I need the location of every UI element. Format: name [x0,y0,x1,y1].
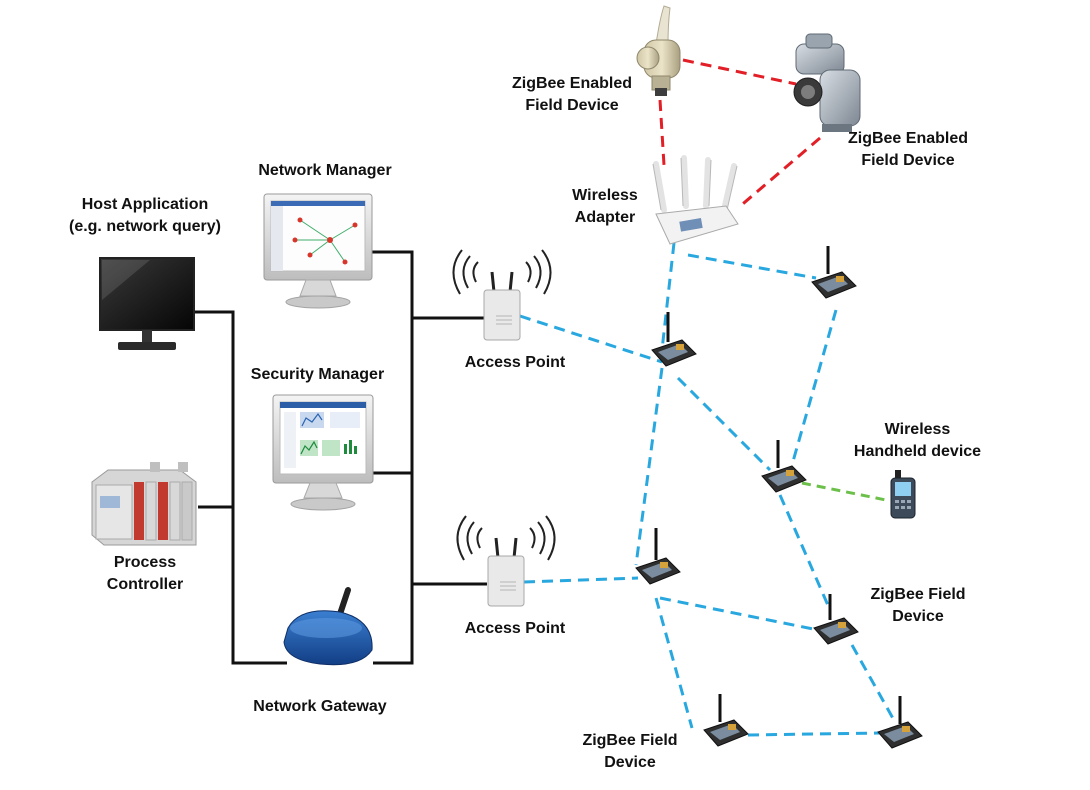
label-network-manager: Network Manager [255,160,395,182]
access-point-2-icon [456,515,556,607]
label-line: Host Application [81,196,209,213]
label-line: Wireless [884,421,951,438]
zigbee-transmitter-icon [636,5,681,96]
zigbee-links [658,58,821,210]
zigbee-board-6 [703,694,749,747]
label-network-gateway: Network Gateway [240,696,400,718]
label-line: Device [604,754,656,771]
label-line: Device [892,608,944,625]
label-line: ZigBee Field [582,732,678,749]
label-wireless-handheld-device: Wireless Handheld device [840,419,995,463]
label-line: Wireless [572,187,638,204]
handheld-link [801,481,887,502]
label-process-controller: Process Controller [85,552,205,596]
security-manager-monitor-icon [272,394,374,511]
label-zigbee-field-device-1: ZigBee Field Device [858,584,978,628]
label-host-application: Host Application (e.g. network query) [55,194,235,238]
network-manager-monitor-icon [263,193,373,309]
mesh-links [519,242,897,737]
zigbee-board-4 [635,528,681,585]
process-controller-icon [91,462,197,546]
label-line: Adapter [574,209,636,226]
label-zigbee-enabled-field-device-2: ZigBee Enabled Field Device [838,128,978,172]
wireless-adapter-icon [652,155,739,245]
label-zigbee-enabled-field-device-1: ZigBee Enabled Field Device [502,73,642,117]
zigbee-board-2 [651,312,697,367]
label-line: Field Device [525,97,619,114]
label-security-manager: Security Manager [240,364,395,386]
handheld-device-icon [890,470,916,519]
zigbee-board-1 [811,246,857,299]
label-line: Controller [106,576,184,593]
label-line: Handheld device [853,443,982,460]
label-line: ZigBee Field [870,586,966,603]
label-line: ZigBee Enabled [847,130,969,147]
label-line: Access Point [464,620,566,637]
label-line: Security Manager [250,366,385,383]
zigbee-board-5 [813,594,859,645]
label-zigbee-field-device-2: ZigBee Field Device [570,730,690,774]
zigbee-board-7 [877,696,923,749]
host-monitor-icon [99,257,195,350]
wired-link-host-bus [192,310,287,665]
zigbee-actuator-icon [793,33,861,132]
label-line: Network Manager [258,162,392,179]
label-line: Field Device [861,152,955,169]
label-access-point-1: Access Point [450,352,580,374]
access-point-1-icon [452,249,552,341]
wired-links [192,250,487,665]
label-line: ZigBee Enabled [511,75,633,92]
zigbee-board-3 [761,440,807,493]
wired-link-manager-bus [372,250,414,665]
label-line: Access Point [464,354,566,371]
label-wireless-adapter: Wireless Adapter [560,185,650,229]
label-line: Process [113,554,177,571]
label-line: (e.g. network query) [68,218,222,235]
network-gateway-icon [283,587,373,666]
label-line: Network Gateway [253,698,387,715]
label-access-point-2: Access Point [450,618,580,640]
